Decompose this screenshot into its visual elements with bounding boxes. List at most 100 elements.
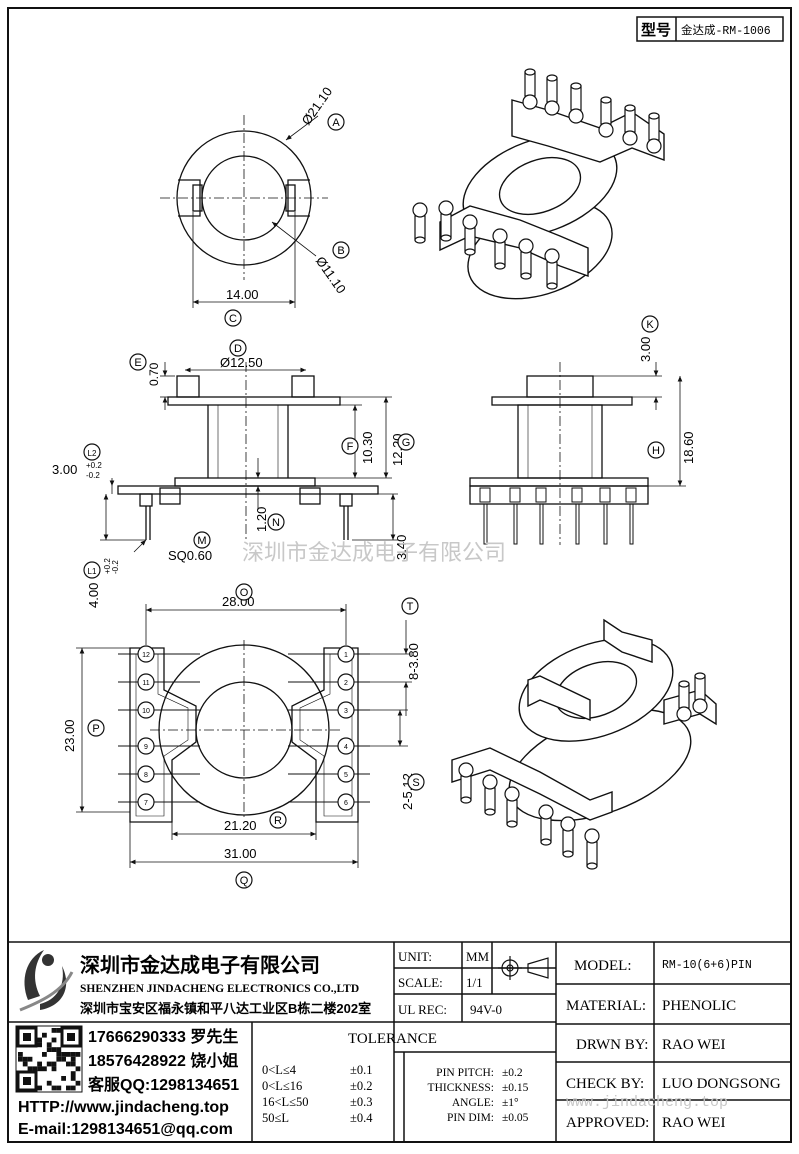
pin-body [575, 503, 580, 545]
callout-d: D [229, 339, 247, 357]
dim-l2-base: 3.00 [52, 462, 77, 477]
callout-f: F [341, 437, 359, 455]
svg-text:R: R [274, 815, 282, 827]
svg-text:S: S [412, 777, 419, 789]
bottom-view [76, 604, 412, 868]
tolerance-other-value: ±0.2 [502, 1067, 523, 1079]
contact-phone-2: 18576428922 饶小姐 [88, 1051, 238, 1070]
tolerance-range: 0<L≤16 [262, 1079, 302, 1093]
unit-value: MM [466, 949, 490, 964]
isometric-view-bottom-pins [458, 672, 708, 870]
tolerance-range: 0<L≤4 [262, 1063, 297, 1077]
approved-label: APPROVED: [566, 1115, 649, 1131]
company-name-en: SHENZHEN JINDACHENG ELECTRONICS CO.,LTD [80, 983, 359, 995]
svg-text:7: 7 [144, 800, 148, 807]
pin-left-11: 11 [137, 673, 155, 691]
sheet-border [7, 7, 792, 1143]
dim-l2-tol-plus: +0.2 [86, 461, 102, 470]
dim-m: SQ0.60 [168, 548, 212, 563]
model-header-code: 金达成-RM-1006 [681, 23, 771, 38]
company-name-cn: 深圳市金达成电子有限公司 [80, 953, 320, 977]
pin-right-2: 2 [337, 673, 355, 691]
callout-s: S [407, 773, 425, 791]
svg-text:P: P [92, 723, 99, 735]
top-view [160, 115, 328, 308]
iso-pin [518, 238, 534, 280]
pin-shoulder [509, 487, 521, 503]
iso-pin [584, 828, 600, 870]
pin-body [629, 503, 634, 545]
callout-o: O [235, 583, 253, 601]
callout-k: K [641, 315, 659, 333]
pin-shoulder [571, 487, 583, 503]
svg-text:C: C [229, 313, 237, 325]
dim-l1-base: 4.00 [86, 583, 101, 608]
callout-g: G [397, 433, 415, 451]
tolerance-range: 50≤L [262, 1111, 289, 1125]
svg-text:6: 6 [344, 800, 348, 807]
pin-shoulder [479, 487, 491, 503]
model-value: RM-10(6+6)PIN [662, 959, 752, 972]
dim-h: 18.60 [681, 431, 696, 464]
dim-l1-tol-plus: +0.2 [103, 558, 112, 574]
contact-website: HTTP://www.jindacheng.top [18, 1099, 229, 1116]
callout-l1: L1 [83, 561, 101, 579]
tolerance-other-label: PIN PITCH: [436, 1067, 494, 1079]
tolerance-value: ±0.2 [350, 1079, 373, 1093]
svg-text:12: 12 [142, 652, 150, 659]
dim-width-c: 14.00 [226, 287, 259, 302]
tolerance-other-value: ±0.15 [502, 1082, 529, 1094]
svg-text:B: B [337, 245, 344, 257]
callout-m: M [193, 531, 211, 549]
tolerance-other-value: ±1° [502, 1097, 519, 1109]
ulrec-value: 94V-0 [470, 1002, 502, 1017]
iso-pin [676, 680, 692, 722]
tolerance-value: ±0.1 [350, 1063, 373, 1077]
pin-body [539, 503, 544, 545]
pin-body [513, 503, 518, 545]
dim-pin-length: 3.40 [394, 535, 409, 560]
iso-pin [462, 214, 478, 256]
check-by-label: CHECK BY: [566, 1076, 644, 1092]
svg-text:N: N [272, 517, 280, 529]
pin-right-5: 5 [337, 765, 355, 783]
check-by-value: LUO DONGSONG [662, 1076, 781, 1092]
svg-text:8: 8 [144, 772, 148, 779]
callout-l2: L2 [83, 443, 101, 461]
company-address: 深圳市宝安区福永镇和平八达工业区B栋二楼202室 [80, 1001, 371, 1016]
iso-pin [492, 228, 508, 270]
svg-text:E: E [134, 357, 141, 369]
pin-left-8: 8 [137, 765, 155, 783]
approved-value: RAO WEI [662, 1115, 725, 1131]
dim-p: 23.00 [62, 719, 77, 752]
pin-right-1: 1 [337, 645, 355, 663]
pin-left-10: 10 [137, 701, 155, 719]
scale-label: SCALE: [398, 975, 443, 990]
svg-text:F: F [347, 441, 354, 453]
iso-pin [622, 104, 638, 146]
qr-code [15, 1025, 83, 1093]
dim-k: 3.00 [638, 337, 653, 362]
pin-right-4: 4 [337, 737, 355, 755]
material-value: PHENOLIC [662, 998, 736, 1014]
callout-b: B [332, 241, 350, 259]
tolerance-value: ±0.3 [350, 1095, 373, 1109]
dim-q: 31.00 [224, 846, 257, 861]
svg-text:H: H [652, 445, 660, 457]
pin-left-12: 12 [137, 645, 155, 663]
title-block-grid [8, 941, 791, 1142]
footer-watermark: www.jindacheng.top [566, 1094, 728, 1111]
iso-pin [560, 816, 576, 858]
right-view-pins [479, 487, 637, 545]
svg-text:4: 4 [344, 744, 348, 751]
iso-pin [598, 96, 614, 138]
callout-n: N [267, 513, 285, 531]
iso-pin [538, 804, 554, 846]
tolerance-other-label: THICKNESS: [428, 1082, 494, 1094]
svg-text:9: 9 [144, 744, 148, 751]
iso-pin [458, 762, 474, 804]
company-logo [19, 950, 74, 1012]
callout-h: H [647, 441, 665, 459]
dim-r: 21.20 [224, 818, 257, 833]
unit-label: UNIT: [398, 949, 432, 964]
